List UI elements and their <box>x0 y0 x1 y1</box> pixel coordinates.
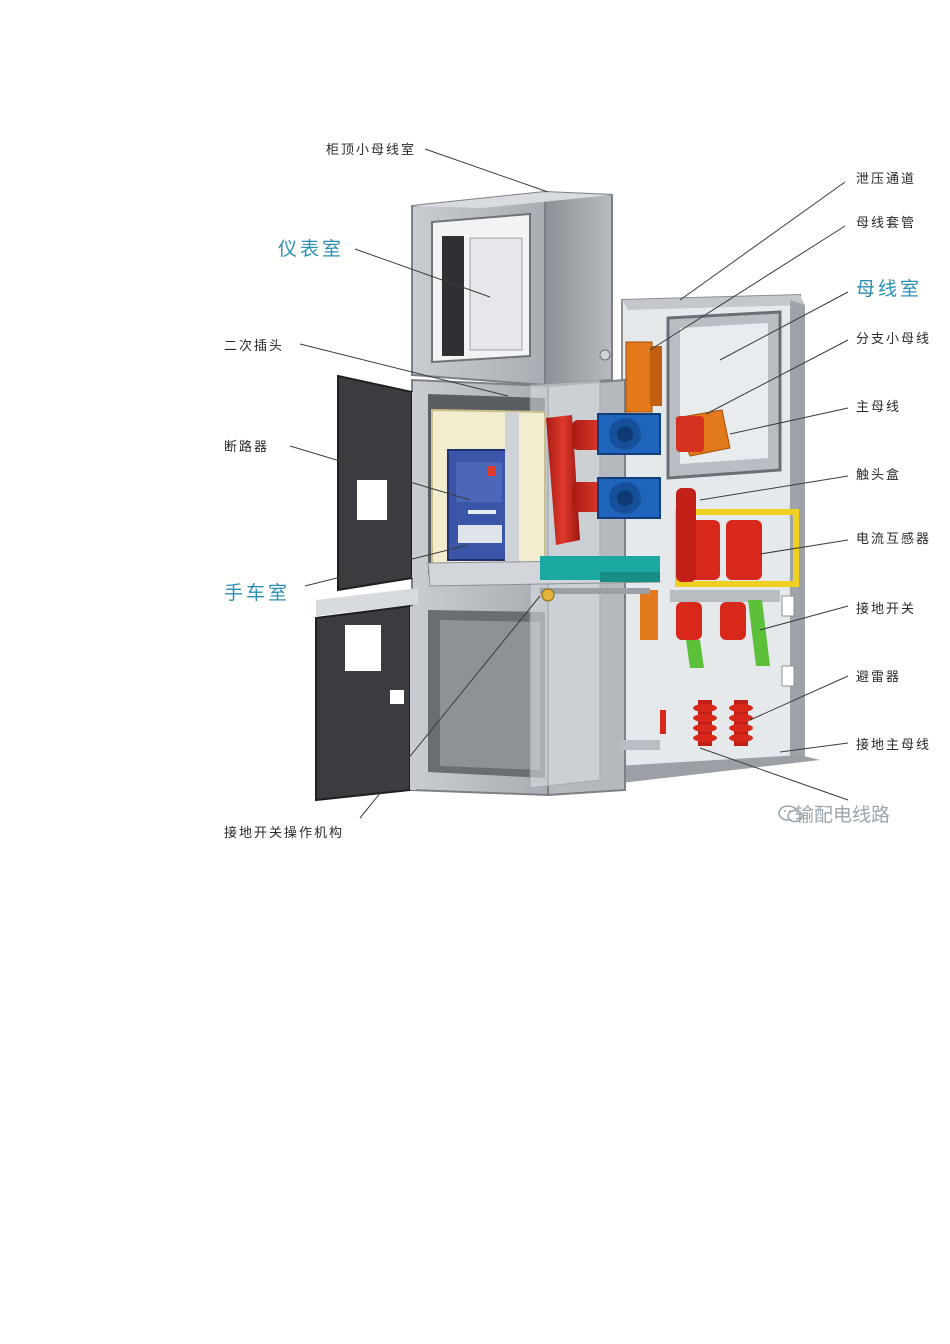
earthing-switch <box>670 590 795 687</box>
instrument-room <box>411 190 613 387</box>
label-main-busbar: 主母线 <box>856 400 902 415</box>
contact-boxes <box>597 413 661 519</box>
leader-lines <box>289 148 849 819</box>
copper-busbars <box>625 341 731 640</box>
label-pressure-relief: 泄压通道 <box>856 172 917 187</box>
label-branch-busbar: 分支小母线 <box>856 332 932 347</box>
lower-door <box>315 588 418 802</box>
label-busbar-bushing: 母线套管 <box>856 216 917 231</box>
surge-arresters <box>620 700 753 750</box>
label-surge-arrester: 避雷器 <box>856 670 902 685</box>
label-current-transformer: 电流互感器 <box>856 532 932 547</box>
current-transformers <box>675 488 799 587</box>
label-earthing-main-busbar: 接地主母线 <box>856 738 932 753</box>
label-contact-box: 触头盒 <box>856 468 902 483</box>
truck-rails <box>427 556 661 587</box>
label-instrument-room: 仪表室 <box>278 238 345 260</box>
watermark-text: 输配电线路 <box>795 804 891 826</box>
earthing-mechanism <box>540 588 650 602</box>
wechat-icon <box>778 805 803 823</box>
label-cabinet-top-bus-room: 柜顶小母线室 <box>326 143 417 158</box>
label-circuit-breaker: 断路器 <box>224 440 270 455</box>
label-secondary-plug: 二次插头 <box>224 339 285 354</box>
label-earthing-switch-mechanism: 接地开关操作机构 <box>224 826 345 841</box>
label-busbar-room: 母线室 <box>856 278 923 300</box>
upper-door <box>337 374 418 592</box>
label-truck-room: 手车室 <box>224 582 291 604</box>
label-earthing-switch: 接地开关 <box>856 602 917 617</box>
circuit-breaker <box>431 408 546 572</box>
